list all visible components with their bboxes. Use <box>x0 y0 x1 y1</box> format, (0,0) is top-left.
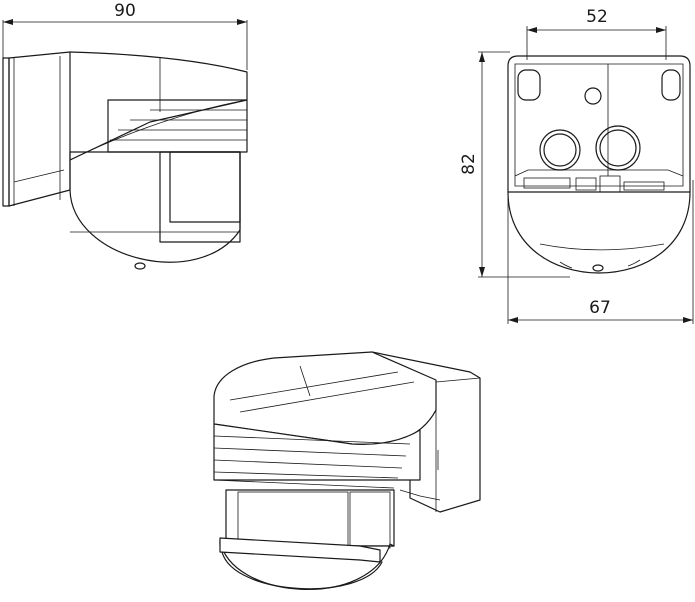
dimension-label-67: 67 <box>589 298 611 318</box>
dimension-back-width: 52 <box>526 7 667 60</box>
dimension-label-90: 90 <box>114 1 136 21</box>
dimension-label-52: 52 <box>586 7 608 27</box>
dimension-side-width: 90 <box>2 1 248 70</box>
dimension-base-width: 67 <box>507 180 694 324</box>
dimension-label-82: 82 <box>459 153 479 175</box>
dimension-back-height: 82 <box>459 51 570 278</box>
side-view: 90 <box>2 1 248 270</box>
back-view: 52 82 67 <box>459 7 694 324</box>
isometric-view <box>213 351 481 590</box>
